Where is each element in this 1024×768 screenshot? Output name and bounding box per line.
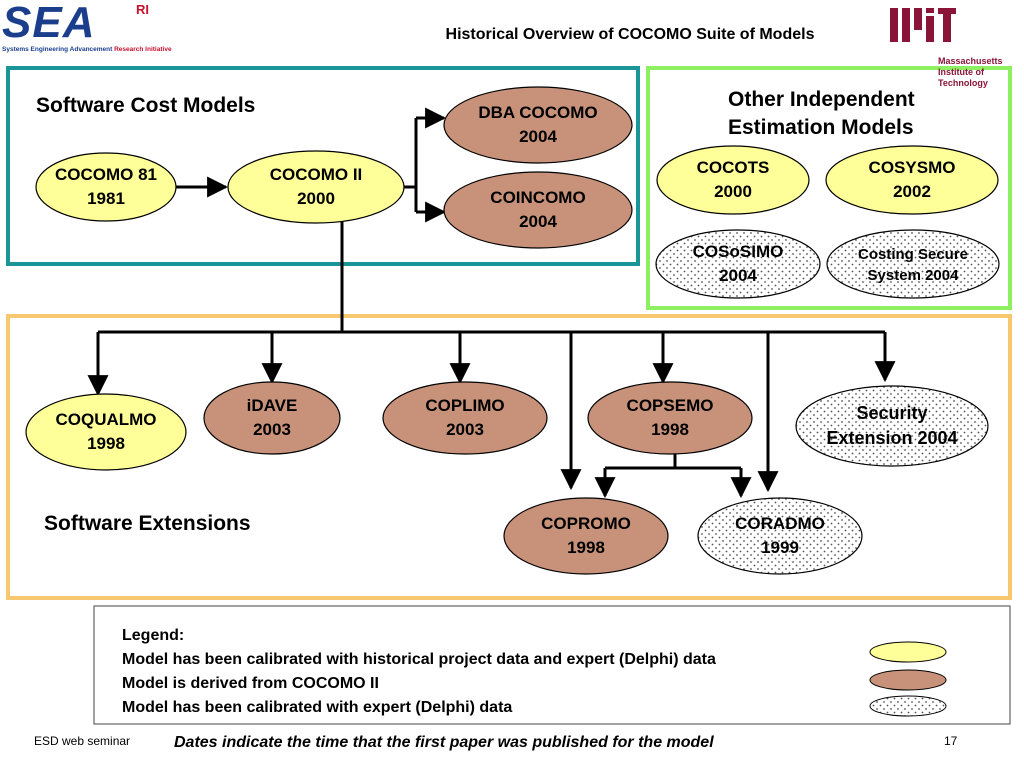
node-cosysmo-year: 2002 [893,182,931,201]
group-label-extensions: Software Extensions [44,512,251,535]
legend-box [93,605,1011,725]
sea-logo-text: SEA [2,0,96,47]
node-coplimo-year: 2003 [446,420,484,439]
mit-caption-line-1: Massachusetts [938,56,1003,66]
mit-caption-line-3: Technology [938,78,988,88]
legend-swatch-expert [869,695,947,717]
node-copromo-name: COPROMO [541,514,631,533]
node-copsemo-name: COPSEMO [627,396,714,415]
legend-item-calibrated: Model has been calibrated with historica… [122,651,716,668]
node-dbacocomo-name: DBA COCOMO [478,103,597,122]
node-costing-secure-year: System 2004 [868,267,960,284]
sea-tagline: Systems Engineering Advancement Research… [2,46,180,53]
legend-swatch-derived [869,669,947,691]
node-dbacocomo: DBA COCOMO 2004 [443,86,633,164]
node-cocomo81-name: COCOMO 81 [55,165,157,184]
group-label-cost-models: Software Cost Models [36,94,256,117]
node-cosysmo-name: COSYSMO [869,158,956,177]
node-coqualmo: COQUALMO 1998 [25,393,187,471]
node-coqualmo-year: 1998 [87,434,125,453]
group-label-independent: Other Independent Estimation Models [700,86,1010,142]
page-number: 17 [944,734,958,748]
node-coqualmo-name: COQUALMO [55,410,156,429]
node-copromo-year: 1998 [567,538,605,557]
mit-logo [890,8,956,42]
mit-caption-line-2: Institute of [938,67,984,77]
node-cocots-name: COCOTS [697,158,770,177]
node-cososimo-name: COSoSIMO [693,242,784,261]
legend-title: Legend: [122,627,185,644]
node-copsemo-year: 1998 [651,420,689,439]
node-security-year: Extension 2004 [826,428,957,448]
node-coincomo-name: COINCOMO [490,188,585,207]
node-coradmo-name: CORADMO [735,514,825,533]
node-coplimo-name: COPLIMO [425,396,504,415]
node-idave-year: 2003 [253,420,291,439]
group-label-independent-line2: Estimation Models [728,116,914,139]
extensions-box [6,314,1012,600]
node-idave-name: iDAVE [247,396,298,415]
node-cocomo2: COCOMO II 2000 [227,150,405,224]
node-idave: iDAVE 2003 [203,381,341,455]
legend-item-expert: Model has been calibrated with expert (D… [122,699,513,716]
page-title: Historical Overview of COCOMO Suite of M… [445,26,815,43]
legend-swatch-calibrated [869,641,947,663]
sea-tagline-part1: Systems Engineering Advancement [2,46,115,53]
node-copsemo: COPSEMO 1998 [587,381,753,455]
node-copromo: COPROMO 1998 [503,497,669,575]
footer-seminar: ESD web seminar [34,734,131,748]
node-cocots: COCOTS 2000 [656,145,810,215]
node-cocots-year: 2000 [714,182,752,201]
independent-models-box [646,66,1012,310]
mit-caption: Massachusetts Institute of Technology [938,56,1022,89]
legend-item-derived: Model is derived from COCOMO II [122,675,379,692]
node-coplimo: COPLIMO 2003 [382,381,548,455]
footer-note: Dates indicate the time that the first p… [174,734,714,751]
cost-models-box [6,66,640,266]
node-cosysmo: COSYSMO 2002 [825,145,999,215]
sea-logo: SEA RI Systems Engineering Advancement R… [2,0,182,60]
node-coincomo: COINCOMO 2004 [443,171,633,249]
node-cocomo2-name: COCOMO II [270,165,363,184]
node-costing-secure: Costing Secure System 2004 [826,229,1000,299]
node-cocomo81: COCOMO 81 1981 [35,152,177,222]
node-cocomo2-year: 2000 [297,189,335,208]
node-cososimo-year: 2004 [719,266,757,285]
node-security-extension: Security Extension 2004 [795,385,989,467]
sea-logo-superscript: RI [136,2,149,17]
connectors [87,107,896,499]
node-cocomo81-year: 1981 [87,189,125,208]
node-costing-secure-name: Costing Secure [858,246,968,263]
group-label-independent-line1: Other Independent [728,88,915,111]
legend: Legend: Model has been calibrated with h… [122,624,716,720]
node-coradmo: CORADMO 1999 [697,497,863,575]
node-cososimo: COSoSIMO 2004 [655,229,821,299]
node-dbacocomo-year: 2004 [519,127,557,146]
sea-tagline-part2: Research Initiative [114,46,172,53]
node-security-name: Security [856,403,927,423]
node-coincomo-year: 2004 [519,212,557,231]
node-coradmo-year: 1999 [761,538,799,557]
